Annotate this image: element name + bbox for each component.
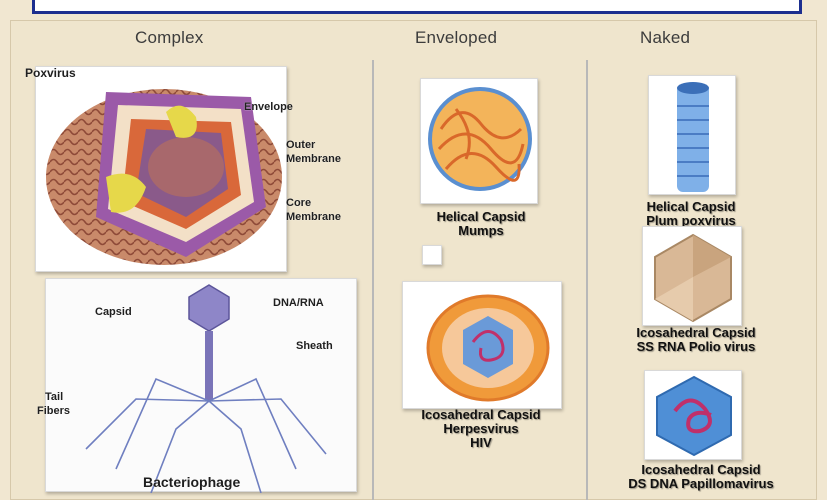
poxvirus-title: Poxvirus (25, 66, 76, 80)
placeholder-box (422, 245, 442, 265)
column-divider-left (372, 60, 374, 500)
papilloma-caption-line2: DS DNA Papillomavirus (596, 477, 806, 491)
label-core: Core (286, 197, 311, 209)
papilloma-card (644, 370, 742, 460)
label-capsid: Capsid (95, 306, 132, 318)
helical-capsid-icon (649, 76, 737, 196)
label-outer: Outer (286, 139, 315, 151)
title-banner (32, 0, 802, 14)
polio-caption: Icosahedral Capsid SS RNA Polio virus (596, 326, 796, 354)
column-heading-enveloped: Enveloped (415, 28, 497, 48)
column-heading-complex: Complex (135, 28, 203, 48)
poxvirus-illustration (36, 67, 288, 273)
label-tail: Tail (45, 391, 63, 403)
mumps-card (420, 78, 538, 204)
herpes-caption: Icosahedral Capsid Herpesvirus HIV (386, 408, 576, 450)
herpes-caption-line1: Icosahedral Capsid (386, 408, 576, 422)
mumps-caption-line1: Helical Capsid (396, 210, 566, 224)
plum-pox-caption: Helical Capsid Plum poxvirus (606, 200, 776, 228)
column-heading-naked: Naked (640, 28, 690, 48)
herpes-card (402, 281, 562, 409)
herpes-virus-icon (403, 282, 563, 410)
label-dna-rna: DNA/RNA (273, 297, 324, 309)
papilloma-caption-line1: Icosahedral Capsid (596, 463, 806, 477)
bacteriophage-card (45, 278, 357, 492)
label-envelope: Envelope (244, 101, 293, 113)
papilloma-caption: Icosahedral Capsid DS DNA Papillomavirus (596, 463, 806, 491)
mumps-caption-line2: Mumps (396, 224, 566, 238)
mumps-virus-icon (421, 79, 539, 205)
polio-virus-icon (643, 227, 743, 327)
herpes-caption-line2: Herpesvirus (386, 422, 576, 436)
plum-pox-caption-line1: Helical Capsid (606, 200, 776, 214)
column-divider-right (586, 60, 588, 500)
plum-pox-card (648, 75, 736, 195)
mumps-caption: Helical Capsid Mumps (396, 210, 566, 238)
papilloma-virus-icon (645, 371, 743, 461)
polio-caption-line2: SS RNA Polio virus (596, 340, 796, 354)
label-core-membrane: Membrane (286, 211, 341, 223)
herpes-caption-line3: HIV (386, 436, 576, 450)
poxvirus-card (35, 66, 287, 272)
polio-caption-line1: Icosahedral Capsid (596, 326, 796, 340)
bacteriophage-illustration (46, 279, 358, 493)
label-tail-fibers: Fibers (37, 405, 70, 417)
label-outer-membrane: Membrane (286, 153, 341, 165)
polio-card (642, 226, 742, 326)
label-bacteriophage: Bacteriophage (143, 474, 240, 490)
label-sheath: Sheath (296, 340, 333, 352)
